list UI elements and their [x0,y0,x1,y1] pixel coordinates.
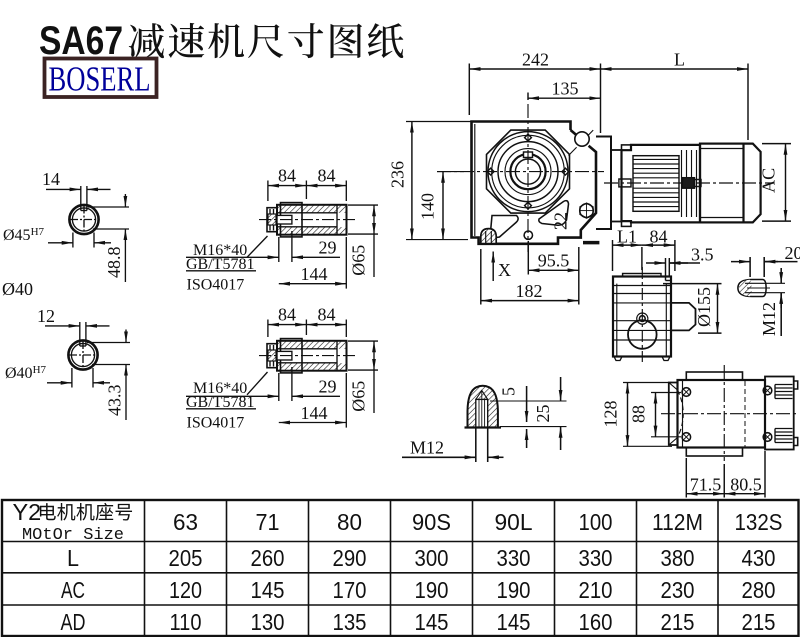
svg-text:100: 100 [579,509,613,535]
svg-text:145: 145 [415,609,449,635]
svg-text:88: 88 [629,405,649,423]
svg-text:182: 182 [516,281,543,301]
svg-text:AC: AC [61,577,85,603]
svg-text:84: 84 [318,166,336,186]
svg-text:90L: 90L [495,509,533,535]
svg-text:AD: AD [61,609,86,635]
svg-text:63: 63 [173,509,198,535]
svg-text:135: 135 [333,609,367,635]
svg-text:430: 430 [742,545,776,571]
svg-text:25: 25 [533,405,553,423]
svg-text:MOtOr Size: MOtOr Size [22,526,124,545]
svg-text:95.5: 95.5 [538,251,570,271]
svg-text:330: 330 [497,545,531,571]
svg-text:29: 29 [319,238,337,258]
svg-text:L1: L1 [617,227,637,247]
svg-text:Ø40: Ø40 [2,279,33,299]
svg-text:145: 145 [497,609,531,635]
svg-text:280: 280 [742,577,776,603]
svg-text:84: 84 [278,305,296,325]
svg-text:84: 84 [650,227,668,247]
svg-text:205: 205 [169,545,203,571]
svg-text:90S: 90S [412,509,451,535]
svg-text:M16*40: M16*40 [193,380,247,397]
svg-text:M12: M12 [410,438,444,458]
svg-text:128: 128 [601,401,621,428]
svg-text:236: 236 [388,161,408,188]
svg-text:144: 144 [301,264,328,284]
svg-text:3.5: 3.5 [691,245,714,265]
svg-text:80.5: 80.5 [730,475,762,495]
svg-text:210: 210 [579,577,613,603]
svg-text:160: 160 [579,609,613,635]
svg-text:GB/T5781: GB/T5781 [186,394,254,411]
svg-text:80: 80 [337,509,362,535]
svg-text:120: 120 [169,577,202,603]
svg-text:140: 140 [418,193,438,220]
svg-text:L: L [67,545,79,571]
svg-text:170: 170 [333,577,367,603]
svg-text:190: 190 [497,577,531,603]
svg-text:20: 20 [785,243,800,263]
svg-text:215: 215 [742,609,776,635]
svg-text:Ø65: Ø65 [349,381,369,412]
svg-text:190: 190 [415,577,449,603]
svg-text:ISO4017: ISO4017 [187,414,245,431]
svg-text:290: 290 [333,545,367,571]
svg-text:380: 380 [661,545,695,571]
svg-text:242: 242 [522,50,549,70]
svg-text:112M: 112M [652,509,703,535]
svg-text:12: 12 [37,306,55,326]
svg-text:BOSERL: BOSERL [49,60,151,99]
svg-text:71: 71 [256,509,280,535]
svg-text:AC: AC [759,168,779,193]
svg-text:Y2: Y2 [13,499,42,525]
svg-text:330: 330 [579,545,613,571]
svg-text:300: 300 [415,545,449,571]
svg-text:M12: M12 [759,302,779,336]
svg-text:84: 84 [318,305,336,325]
svg-text:X: X [498,260,511,280]
svg-text:48.8: 48.8 [104,247,124,279]
svg-text:5: 5 [499,387,519,396]
svg-text:Ø65: Ø65 [349,245,369,276]
svg-text:130: 130 [251,609,285,635]
svg-text:L: L [674,50,685,70]
svg-text:230: 230 [661,577,695,603]
svg-text:71.5: 71.5 [690,475,722,495]
svg-text:M16*40: M16*40 [193,242,247,259]
svg-text:132S: 132S [735,509,783,535]
svg-text:135: 135 [552,79,579,99]
svg-text:ISO4017: ISO4017 [187,276,245,293]
svg-text:22: 22 [551,212,571,230]
svg-text:144: 144 [301,403,328,423]
svg-text:110: 110 [170,609,202,635]
svg-text:145: 145 [251,577,285,603]
svg-text:84: 84 [278,166,296,186]
svg-text:14: 14 [42,169,60,189]
svg-text:GB/T5781: GB/T5781 [186,256,254,273]
svg-text:43.3: 43.3 [105,385,125,417]
svg-text:215: 215 [661,609,695,635]
svg-text:SA67: SA67 [39,19,123,63]
svg-text:260: 260 [251,545,285,571]
svg-text:29: 29 [319,377,337,397]
svg-text:Ø155: Ø155 [694,287,714,327]
